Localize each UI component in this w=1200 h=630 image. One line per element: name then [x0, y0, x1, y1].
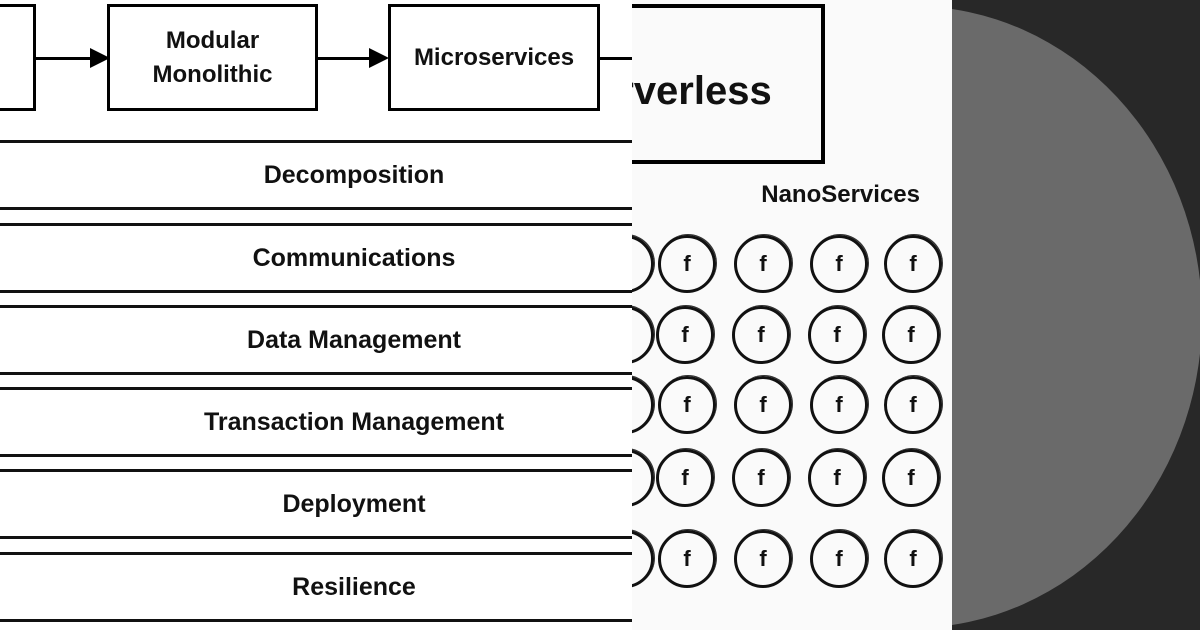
function-circle: f — [658, 530, 716, 588]
band-top-line — [0, 387, 632, 390]
function-circle: f — [732, 449, 790, 507]
arrow-2-line — [318, 57, 372, 60]
serverless-box: erverless — [632, 4, 825, 164]
pattern-label: Communications — [252, 243, 456, 272]
function-circle: f — [810, 376, 868, 434]
modular-monolithic-line2: Monolithic — [152, 60, 273, 88]
function-circle: f — [810, 235, 868, 293]
function-circle-partial — [632, 376, 654, 434]
microservices-label: Microservices — [413, 43, 575, 71]
pattern-label: Resilience — [292, 572, 416, 601]
pattern-label: Data Management — [247, 325, 461, 354]
band-top-line — [0, 552, 632, 555]
band-top-line — [0, 140, 632, 143]
function-circle: f — [658, 235, 716, 293]
function-circle: f — [656, 449, 714, 507]
microservices-box: Microservices — [388, 4, 600, 111]
decorative-circle — [952, 6, 1200, 628]
modular-monolithic-line1: Modular — [165, 26, 260, 54]
band-bottom-line — [0, 619, 632, 622]
serverless-panel: erverless NanoServices fffffffffffffffff… — [632, 0, 952, 630]
band-bottom-line — [0, 454, 632, 457]
function-circle: f — [734, 530, 792, 588]
modular-monolithic-box: Modular Monolithic — [107, 4, 318, 111]
function-circle: f — [734, 235, 792, 293]
band-top-line — [0, 305, 632, 308]
function-circle: f — [808, 306, 866, 364]
architecture-panel: Modular Monolithic Microservices Decompo… — [0, 4, 632, 622]
function-circle-partial — [632, 306, 654, 364]
band-bottom-line — [0, 290, 632, 293]
band-bottom-line — [0, 207, 632, 210]
function-circle: f — [884, 376, 942, 434]
function-circle: f — [810, 530, 868, 588]
function-circle: f — [882, 449, 940, 507]
arrow-2-head — [369, 48, 389, 68]
function-circle: f — [808, 449, 866, 507]
function-circle: f — [732, 306, 790, 364]
band-bottom-line — [0, 372, 632, 375]
function-circle: f — [734, 376, 792, 434]
function-circle-partial — [632, 449, 654, 507]
function-circle-partial — [632, 530, 654, 588]
decorative-panel — [952, 0, 1200, 630]
pattern-label: Transaction Management — [203, 407, 505, 436]
function-circle: f — [882, 306, 940, 364]
function-circle: f — [884, 530, 942, 588]
nanoservices-title: NanoServices — [761, 181, 920, 208]
band-top-line — [0, 469, 632, 472]
band-bottom-line — [0, 536, 632, 539]
serverless-label: erverless — [632, 69, 772, 113]
arrow-1-head — [90, 48, 110, 68]
pattern-label: Deployment — [282, 489, 426, 518]
function-circle: f — [658, 376, 716, 434]
pattern-label: Decomposition — [263, 160, 445, 189]
function-circle: f — [884, 235, 942, 293]
monolithic-box-partial — [0, 4, 36, 111]
band-top-line — [0, 223, 632, 226]
function-circle-partial — [632, 235, 654, 293]
function-circle: f — [656, 306, 714, 364]
arrow-1-line — [36, 57, 94, 60]
arrow-3-line — [600, 57, 632, 60]
